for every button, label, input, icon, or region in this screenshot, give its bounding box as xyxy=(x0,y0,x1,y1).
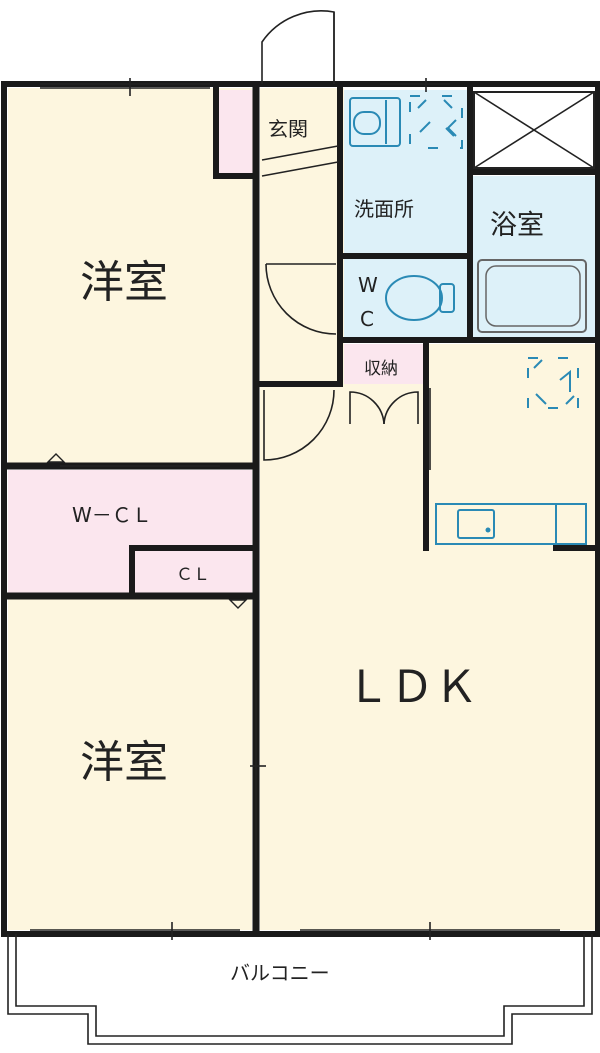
storage-area xyxy=(344,344,424,384)
closet-area xyxy=(136,550,252,594)
toilet-area xyxy=(344,258,468,338)
toilet-label-w: W xyxy=(358,273,378,297)
toilet-fixture xyxy=(385,275,455,321)
doors xyxy=(261,10,431,470)
balcony-label: バルコニー xyxy=(230,961,330,985)
balcony-area xyxy=(8,934,592,1044)
walk-in-closet-label: W－ＣＬ xyxy=(72,503,152,527)
window-marks xyxy=(30,78,560,940)
ldk-label: ＬＤＫ xyxy=(346,662,478,713)
bathroom-area xyxy=(472,176,596,338)
washing-machine-icon xyxy=(409,95,463,149)
washroom-area xyxy=(344,90,468,254)
entrance-label: 玄関 xyxy=(268,117,308,141)
western-room-lower-label: 洋室 xyxy=(80,737,168,788)
washroom-label: 洗面所 xyxy=(354,197,414,221)
western-room-upper-label: 洋室 xyxy=(80,257,168,308)
western-room-upper-area xyxy=(8,88,252,466)
bathroom-label: 浴室 xyxy=(490,210,544,241)
closet-label: ＣＬ xyxy=(176,565,210,585)
entry-storage-area xyxy=(218,90,258,174)
western-room-lower-area xyxy=(8,596,252,930)
kitchen-counter xyxy=(435,503,587,545)
toilet-label-c: C xyxy=(360,307,374,331)
entrance-area xyxy=(260,88,344,176)
bathtub-fixture xyxy=(477,259,587,333)
ventilation-box xyxy=(473,91,595,169)
washbasin-fixture xyxy=(349,97,401,147)
kitchen-area xyxy=(428,344,596,544)
storage-label: 収納 xyxy=(364,359,398,379)
balcony-outline xyxy=(7,934,593,1045)
hallway-area xyxy=(260,176,344,386)
refrigerator-icon xyxy=(527,357,579,409)
